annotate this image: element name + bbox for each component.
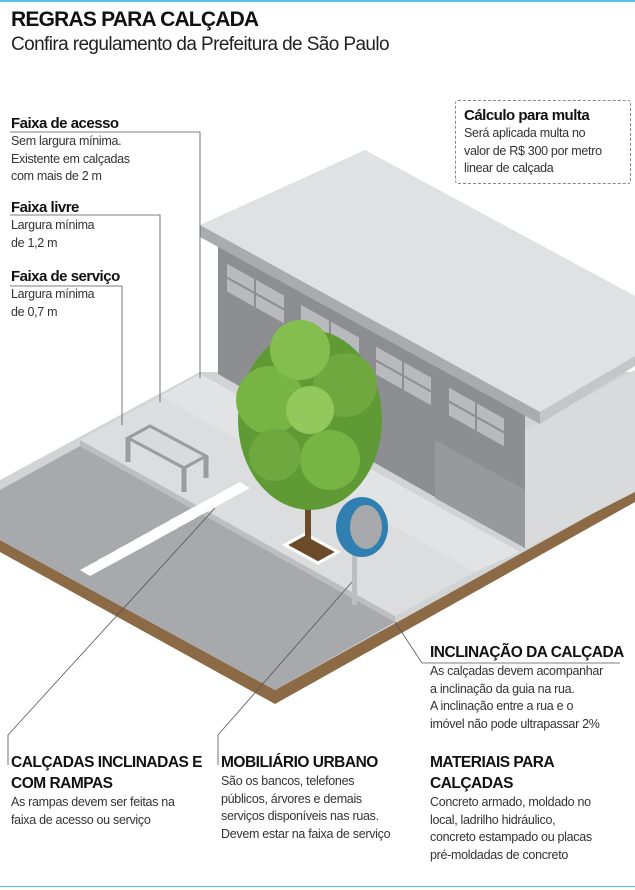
text-line: serviços disponíveis nas ruas. bbox=[221, 809, 379, 823]
bench-icon bbox=[124, 424, 210, 492]
text-line: concreto estampado ou placas bbox=[430, 830, 592, 844]
sign-back bbox=[350, 505, 382, 549]
text-line: Largura mínima bbox=[11, 287, 95, 301]
text-line: com mais de 2 m bbox=[11, 169, 102, 183]
text-line: Sem largura mínima. bbox=[11, 134, 122, 148]
roof-fascia bbox=[200, 225, 540, 424]
garage-door bbox=[435, 440, 525, 548]
faixa-livre-label: Faixa livre Largura mínima de 1,2 m bbox=[11, 199, 95, 252]
sign-pole bbox=[352, 545, 357, 605]
faixa-acesso-title: Faixa de acesso bbox=[11, 115, 119, 132]
text-line: As calçadas devem acompanhar bbox=[430, 664, 603, 678]
inclinacao-label: INCLINAÇÃO DA CALÇADA As calçadas devem … bbox=[430, 642, 624, 733]
faixa-servico-label: Faixa de serviço Largura mínima de 0,7 m bbox=[11, 268, 120, 321]
materiais-title: MATERIAIS PARA bbox=[430, 754, 555, 771]
curb bbox=[80, 440, 395, 622]
text-line: imóvel não pode ultrapassar 2% bbox=[430, 716, 600, 731]
materiais-title: CALÇADAS bbox=[430, 775, 513, 792]
inclinacao-title: INCLINAÇÃO DA CALÇADA bbox=[430, 644, 624, 661]
text-line: São os bancos, telefones bbox=[221, 774, 355, 788]
tree-pit bbox=[281, 532, 342, 565]
text-line: Existente em calçadas bbox=[11, 151, 130, 166]
page-subtitle: Confira regulamento da Prefeitura de São… bbox=[11, 34, 390, 55]
crosswalk bbox=[80, 482, 250, 576]
text-line: Largura mínima bbox=[11, 218, 95, 232]
building-side bbox=[525, 370, 635, 548]
text-line: Devem estar na faixa de serviço bbox=[221, 826, 391, 841]
leader-lines bbox=[7, 131, 620, 765]
text-line: As rampas devem ser feitas na bbox=[11, 795, 175, 809]
rampas-label: CALÇADAS INCLINADAS E COM RAMPAS As ramp… bbox=[11, 752, 203, 829]
calculo-multa-title: Cálculo para multa bbox=[464, 107, 590, 124]
text-line: valor de R$ 300 por metro bbox=[464, 143, 602, 158]
mobiliario-label: MOBILIÁRIO URBANO São os bancos, telefon… bbox=[221, 752, 391, 843]
text-line: públicos, árvores e demais bbox=[221, 791, 362, 806]
text-line: local, ladrilho hidráulico, bbox=[430, 812, 556, 827]
bottom-rule bbox=[0, 886, 635, 887]
top-rule bbox=[0, 0, 635, 2]
street bbox=[0, 446, 395, 690]
text-line: Será aplicada multa no bbox=[464, 126, 586, 140]
roof-fascia-side bbox=[540, 356, 635, 424]
mobiliario-title: MOBILIÁRIO URBANO bbox=[221, 754, 378, 771]
text-line: linear de calçada bbox=[464, 161, 554, 175]
text-line: faixa de acesso ou serviço bbox=[11, 812, 151, 827]
text-line: de 0,7 m bbox=[11, 304, 58, 319]
roof bbox=[200, 150, 635, 412]
materiais-label: MATERIAIS PARA CALÇADAS Concreto armado,… bbox=[430, 752, 592, 864]
faixa-servico-title: Faixa de serviço bbox=[11, 268, 120, 285]
text-line: A inclinação entre a rua e o bbox=[430, 699, 574, 713]
rampas-title: CALÇADAS INCLINADAS E bbox=[11, 754, 203, 771]
tree-icon bbox=[236, 320, 382, 510]
rampas-title: COM RAMPAS bbox=[11, 775, 113, 792]
page-title: REGRAS PARA CALÇADA bbox=[11, 8, 259, 31]
faixa-livre-title: Faixa livre bbox=[11, 199, 79, 216]
text-line: de 1,2 m bbox=[11, 235, 58, 250]
tree-trunk bbox=[305, 470, 311, 550]
calculo-multa-box: Cálculo para multa Será aplicada multa n… bbox=[455, 100, 631, 184]
text-line: Concreto armado, moldado no bbox=[430, 795, 591, 809]
text-line: pré-moldadas de concreto bbox=[430, 847, 569, 862]
text-line: a inclinação da guia na rua. bbox=[430, 681, 575, 696]
faixa-acesso-label: Faixa de acesso Sem largura mínima. Exis… bbox=[11, 115, 130, 186]
